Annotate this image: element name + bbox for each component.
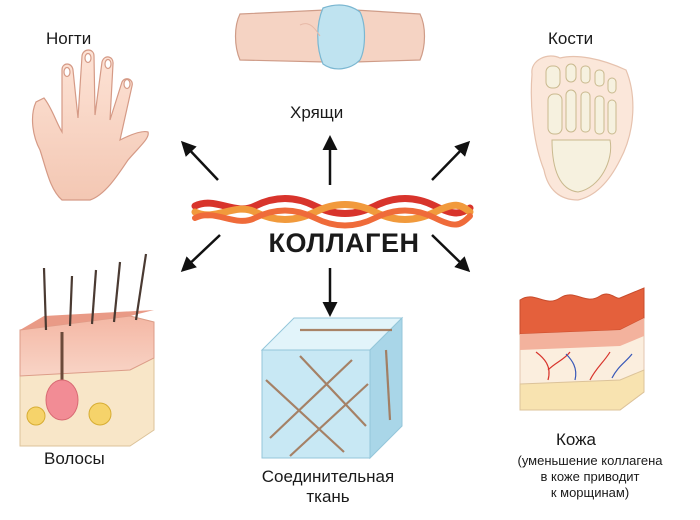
label-skin: Кожа [556, 430, 596, 449]
skin-note: (уменьшение коллагена в коже приводит к … [492, 453, 688, 501]
skin-block-illustration [519, 287, 645, 411]
arrow-to-skin [431, 234, 471, 273]
hair-skin-illustration [19, 253, 155, 447]
collagen-title: КОЛЛАГЕН [268, 228, 420, 258]
label-cartilage: Хрящи [290, 103, 344, 122]
skin-note-line1: (уменьшение коллагена [517, 453, 663, 468]
label-nails: Ногти [46, 29, 92, 48]
label-connective-line2: ткань [306, 487, 350, 506]
label-hair: Волосы [44, 449, 105, 468]
label-connective-line1: Соединительная [261, 467, 395, 486]
skin-note-line2: в коже приводит [540, 469, 640, 484]
arrow-to-bones [431, 140, 471, 181]
connective-tissue-cube-illustration [260, 316, 404, 460]
skin-note-line3: к морщинам) [550, 485, 630, 500]
collagen-strand-illustration [191, 195, 474, 229]
label-connective-tissue: Соединительная ткань [248, 467, 408, 507]
arrow-to-nails [180, 140, 219, 181]
arrow-to-hair [180, 234, 221, 273]
foot-bones-illustration [530, 55, 634, 201]
label-bones: Кости [548, 29, 594, 48]
hand-illustration [31, 49, 149, 201]
knee-joint-illustration [234, 4, 426, 70]
